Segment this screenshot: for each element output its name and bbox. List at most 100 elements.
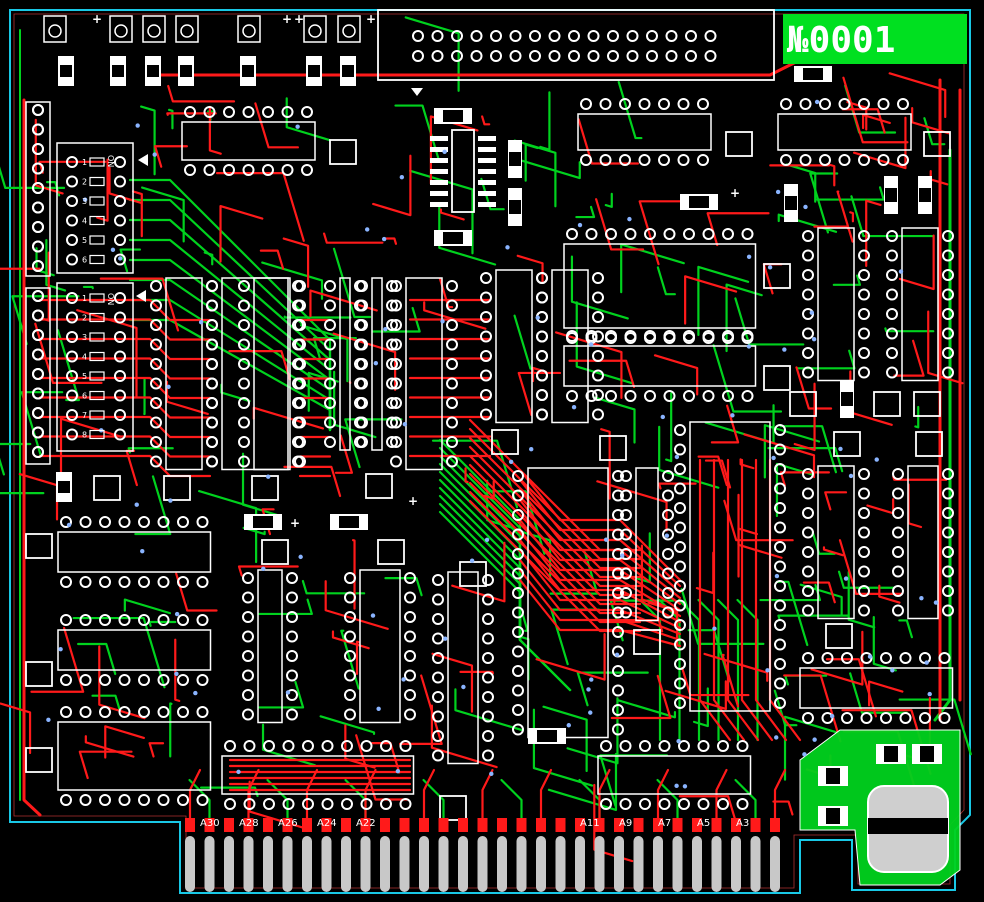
ic-outline xyxy=(563,243,757,329)
pad xyxy=(404,591,416,604)
soic-pad xyxy=(478,169,496,174)
edge-connector xyxy=(185,818,780,892)
pad xyxy=(294,377,306,390)
pad xyxy=(184,106,196,118)
pad xyxy=(512,528,524,541)
trace xyxy=(703,652,769,682)
pad xyxy=(480,389,492,401)
gold-finger xyxy=(633,836,644,892)
pad xyxy=(294,358,306,370)
trace xyxy=(613,593,621,604)
pad xyxy=(600,798,612,810)
led-lens xyxy=(180,24,194,38)
trace xyxy=(468,454,642,588)
pad xyxy=(177,614,189,626)
trace xyxy=(513,314,533,370)
trace xyxy=(518,498,682,600)
via xyxy=(603,537,609,542)
pad xyxy=(512,489,524,502)
ic-footprint xyxy=(356,280,398,448)
pad xyxy=(32,143,44,155)
pad xyxy=(242,591,254,604)
trace xyxy=(610,674,672,720)
trace xyxy=(431,652,474,713)
via xyxy=(627,216,632,222)
trace xyxy=(364,768,377,822)
gold-finger xyxy=(302,836,312,892)
pad xyxy=(238,377,250,390)
trace xyxy=(516,254,544,283)
pad xyxy=(432,632,444,645)
pad xyxy=(114,156,126,168)
pad xyxy=(674,638,686,651)
edge-pin-label: A7 xyxy=(658,818,671,829)
finger-trace xyxy=(399,818,410,832)
pad xyxy=(32,426,44,439)
pad xyxy=(60,516,72,528)
pad xyxy=(60,674,72,686)
trace xyxy=(658,425,720,489)
via xyxy=(399,174,405,180)
trace xyxy=(596,480,668,532)
pad xyxy=(356,436,368,448)
trace xyxy=(20,391,64,458)
trace xyxy=(593,396,636,444)
via xyxy=(924,660,929,665)
pad xyxy=(802,347,814,359)
gold-finger xyxy=(224,836,234,892)
pad xyxy=(66,292,78,304)
pad xyxy=(446,377,458,390)
pad xyxy=(341,798,353,810)
trace xyxy=(697,598,720,742)
component-outline xyxy=(725,131,753,157)
pad xyxy=(858,288,870,301)
trace xyxy=(148,58,802,77)
pad xyxy=(99,516,111,528)
polarity-mark: + xyxy=(290,516,300,530)
via xyxy=(829,713,835,719)
pad xyxy=(114,253,126,266)
pad xyxy=(99,576,111,588)
pad xyxy=(702,330,715,342)
switch-number: 2 xyxy=(82,178,87,187)
pad xyxy=(480,291,492,304)
via xyxy=(620,553,625,558)
trace xyxy=(664,680,727,711)
pad xyxy=(32,123,44,136)
via xyxy=(364,227,370,232)
trace xyxy=(884,327,935,333)
pad xyxy=(774,482,786,495)
gold-finger xyxy=(672,836,683,892)
soic-pad xyxy=(430,202,448,207)
pad xyxy=(858,154,870,166)
pad xyxy=(942,468,954,480)
pad xyxy=(294,436,306,448)
ic-outline xyxy=(57,721,212,791)
pad xyxy=(587,50,600,62)
pad xyxy=(674,502,686,514)
pad xyxy=(344,650,356,662)
ic-footprint xyxy=(512,470,624,736)
pad xyxy=(658,154,670,166)
via xyxy=(588,342,594,347)
via xyxy=(298,554,303,560)
component-outline xyxy=(763,365,791,391)
ic-outline xyxy=(257,569,283,724)
pad xyxy=(612,606,624,619)
pad xyxy=(612,528,624,541)
gold-finger xyxy=(438,836,449,892)
trace xyxy=(82,285,94,290)
pad xyxy=(612,470,624,482)
trace xyxy=(604,192,613,208)
pad xyxy=(741,330,754,342)
pad xyxy=(624,228,637,240)
pad xyxy=(344,572,356,584)
pad xyxy=(942,565,954,578)
trace xyxy=(301,579,366,595)
via xyxy=(46,717,51,723)
pad xyxy=(620,470,632,482)
via xyxy=(767,265,773,270)
trace xyxy=(372,154,412,217)
polarity-mark: + xyxy=(730,186,740,200)
pad xyxy=(858,327,870,340)
